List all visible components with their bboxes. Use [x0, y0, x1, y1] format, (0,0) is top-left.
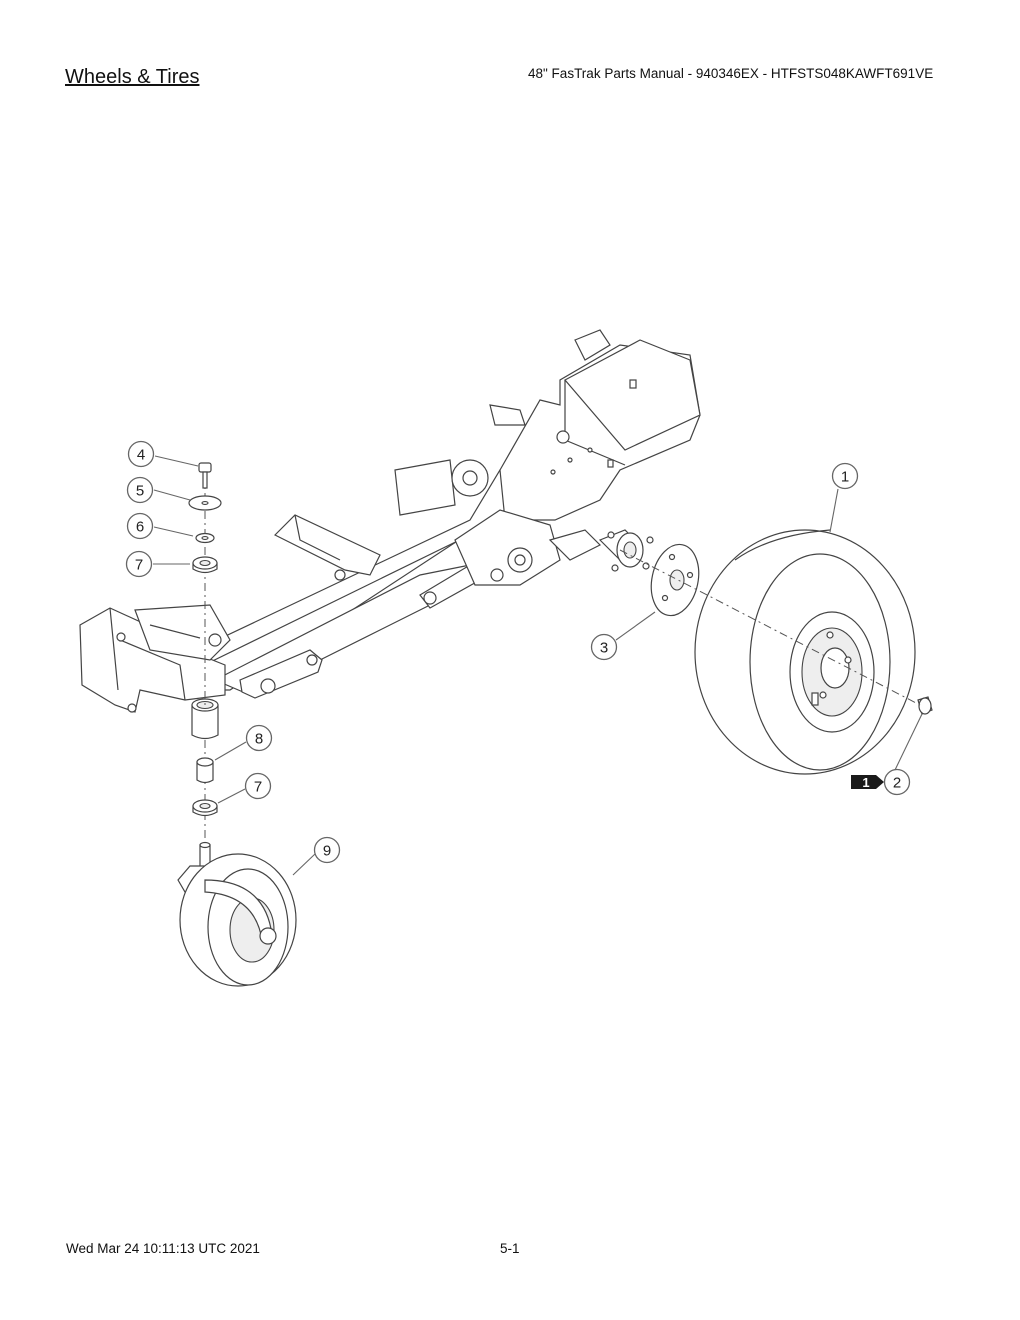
svg-text:2: 2 [893, 775, 901, 792]
callout-4: 4 [127, 440, 155, 468]
callout-2: 2 [883, 768, 911, 796]
callout-7-lower: 7 [244, 772, 272, 800]
svg-text:5: 5 [136, 483, 144, 500]
svg-text:9: 9 [323, 843, 331, 860]
quantity-badge: 1 [851, 775, 884, 790]
svg-text:7: 7 [135, 557, 143, 574]
page-title: Wheels & Tires [65, 66, 200, 88]
rear-frame-plate [394, 329, 701, 521]
page-number: 5-1 [500, 1241, 520, 1256]
callout-1: 1 [831, 462, 859, 490]
wheel-spacer-plate [650, 543, 700, 617]
rear-tire-assembly [694, 529, 933, 775]
callout-9: 9 [313, 836, 341, 864]
caster-hardware-stack [188, 462, 222, 850]
front-caster-wheel [177, 841, 297, 987]
manual-title: 48" FasTrak Parts Manual - 940346EX - HT… [528, 66, 934, 81]
callout-8: 8 [245, 724, 273, 752]
leader-lines [153, 455, 923, 876]
svg-text:7: 7 [254, 779, 262, 796]
svg-text:3: 3 [600, 640, 608, 657]
svg-text:1: 1 [862, 775, 869, 790]
mower-frame [79, 444, 561, 740]
svg-text:4: 4 [137, 447, 145, 464]
hydro-transmission [454, 509, 654, 586]
callout-5: 5 [126, 476, 154, 504]
callout-6: 6 [126, 512, 154, 540]
callout-3: 3 [590, 633, 618, 661]
svg-text:1: 1 [841, 469, 849, 486]
callout-7-upper: 7 [125, 550, 153, 578]
svg-text:8: 8 [255, 731, 263, 748]
svg-text:6: 6 [136, 519, 144, 536]
footer-timestamp: Wed Mar 24 10:11:13 UTC 2021 [66, 1241, 260, 1256]
